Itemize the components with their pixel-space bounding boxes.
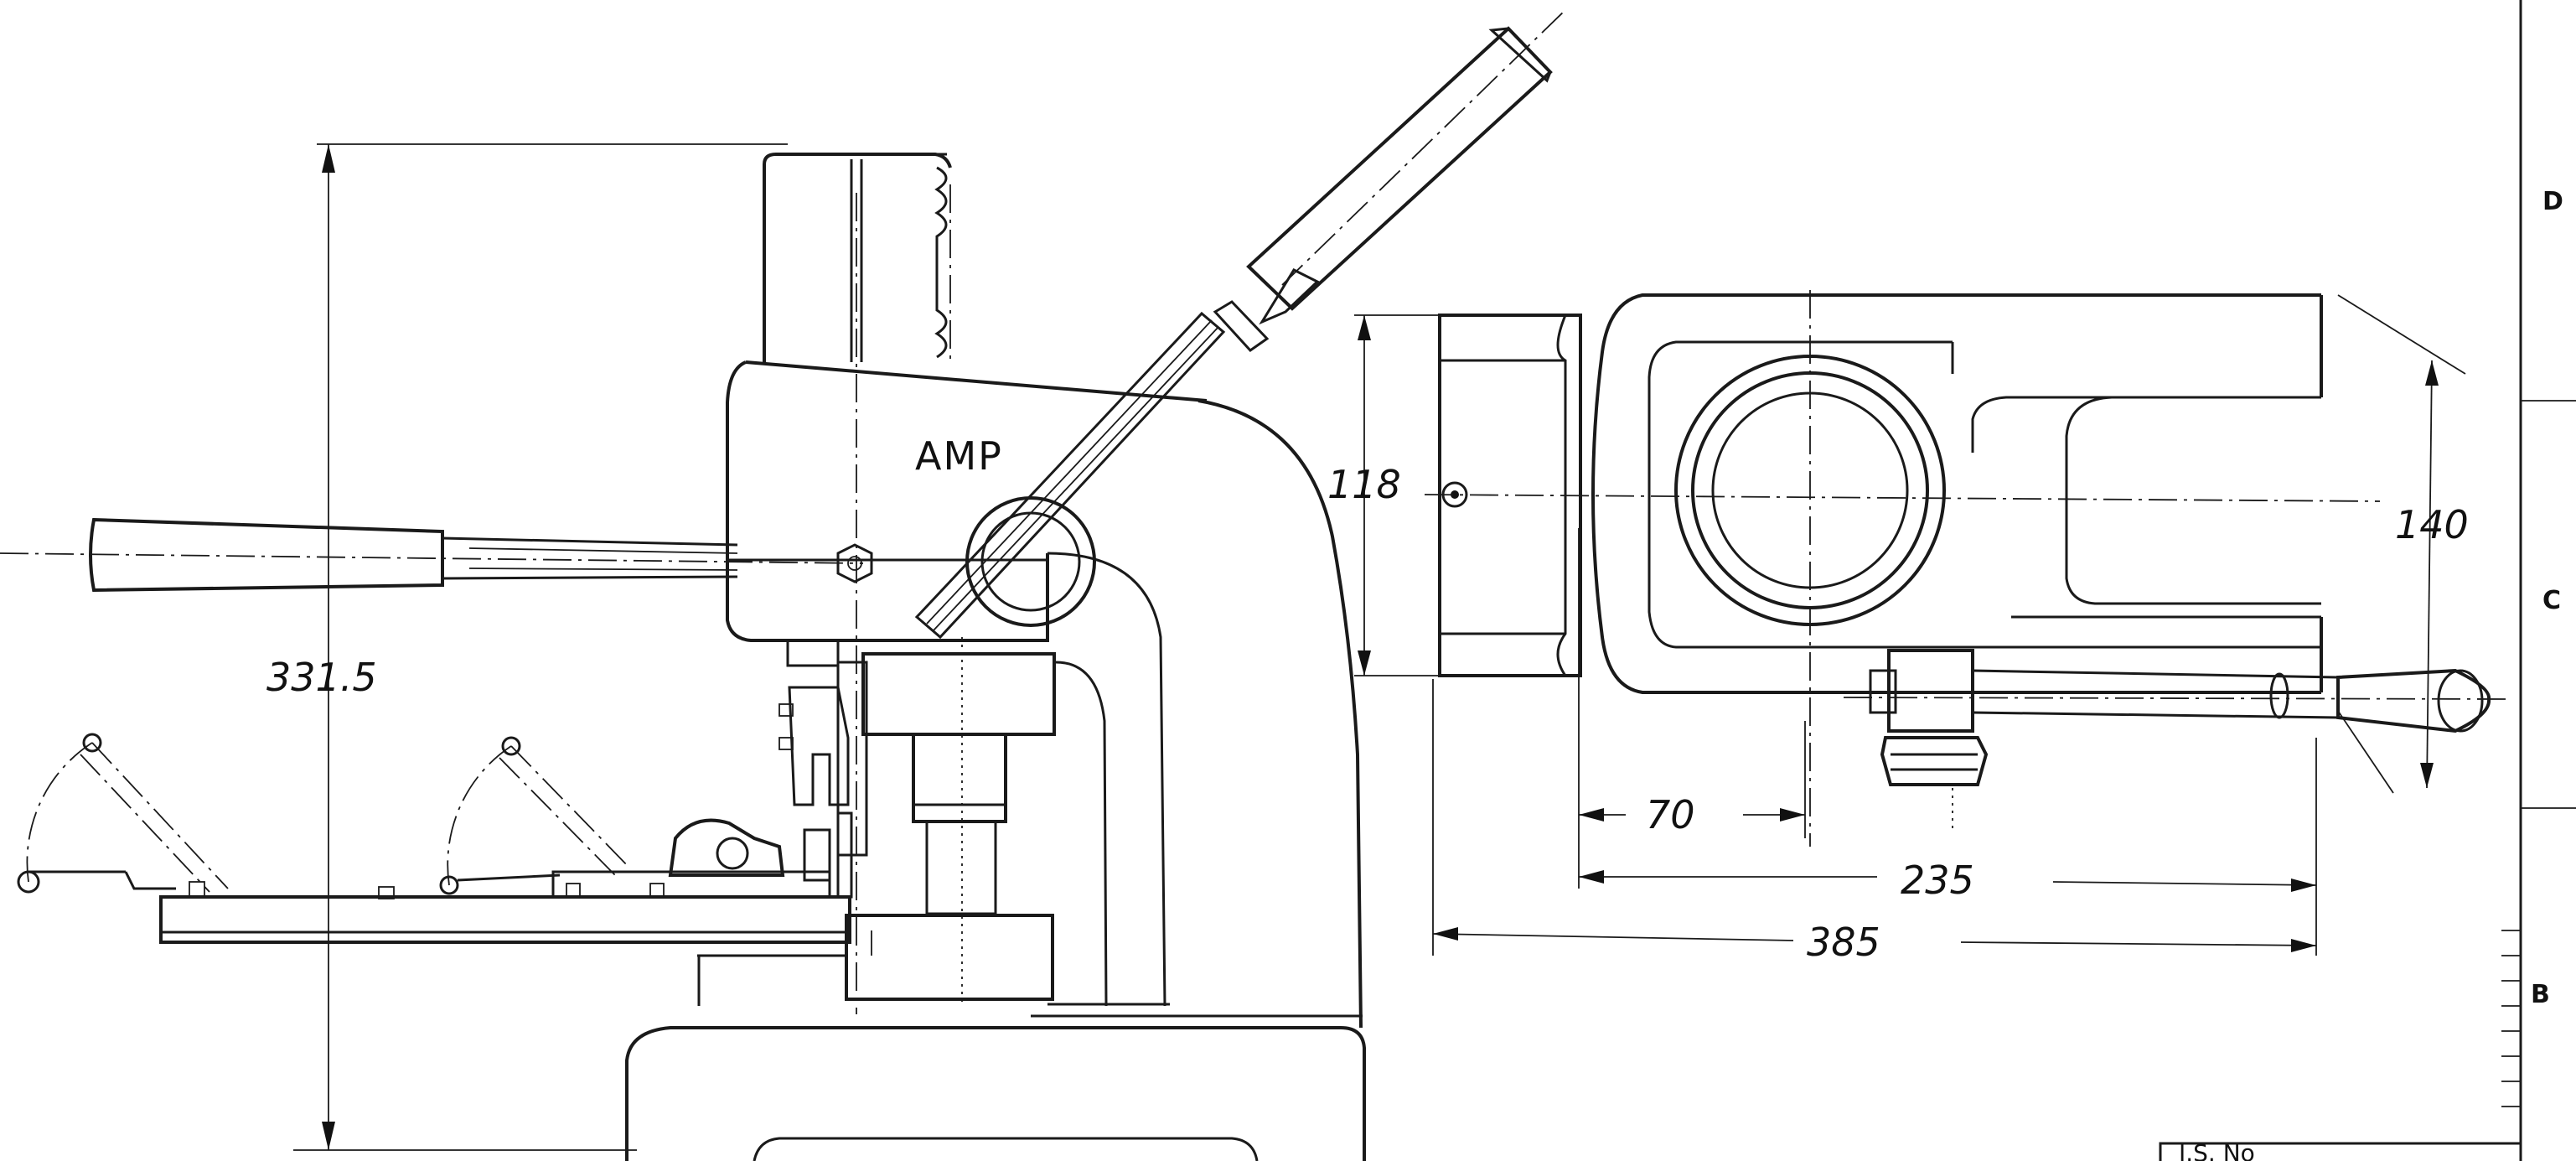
dim-overall-height: 331.5 [266,655,377,700]
plan-horizontal-centerline [1424,494,2381,502]
press-head [726,360,1208,642]
ram-tower [763,153,952,362]
side-view: 331.5 AMP [0,8,1568,1161]
horizontal-lever [0,517,864,593]
scale-ticks [2501,930,2521,1107]
pivot-boss [965,496,1096,627]
depth-dimension-right: 140 [2337,294,2469,794]
base [625,1026,1366,1161]
dim-depth-right: 140 [2395,502,2469,547]
depth-dimension-left: 118 [1327,314,1438,676]
offset-dimension: 70 [1579,792,1805,837]
swing-arcs [26,733,631,893]
brand-logo: AMP [915,433,1003,479]
hex-nut [836,543,873,583]
title-block: I.S. No [2159,1139,2522,1161]
height-dimension: 331.5 [266,143,788,1151]
inner-width-dimension: 235 [1579,858,2317,903]
dim-inner-width: 235 [1901,858,1974,903]
bolster [845,914,1054,1001]
plan-slot [2065,396,2321,605]
dim-overall-width: 385 [1807,920,1880,965]
title-block-label: I.S. No [2179,1139,2255,1161]
raised-lever [914,8,1568,640]
plan-handle [1843,649,2506,830]
overall-width-dimension: 385 [1432,920,2317,965]
c-frame [1197,399,1363,1029]
dim-offset: 70 [1646,792,1695,837]
plan-housing [1591,293,2321,694]
sheet-border: D C B I.S. No [2159,0,2576,1161]
zone-label-c: C [2542,586,2561,615]
dim-depth-left: 118 [1327,462,1401,507]
zone-label-d: D [2542,187,2563,216]
feed-plate [17,811,872,956]
plan-view: 118 [1327,290,2506,965]
zone-label-b: B [2531,980,2550,1009]
